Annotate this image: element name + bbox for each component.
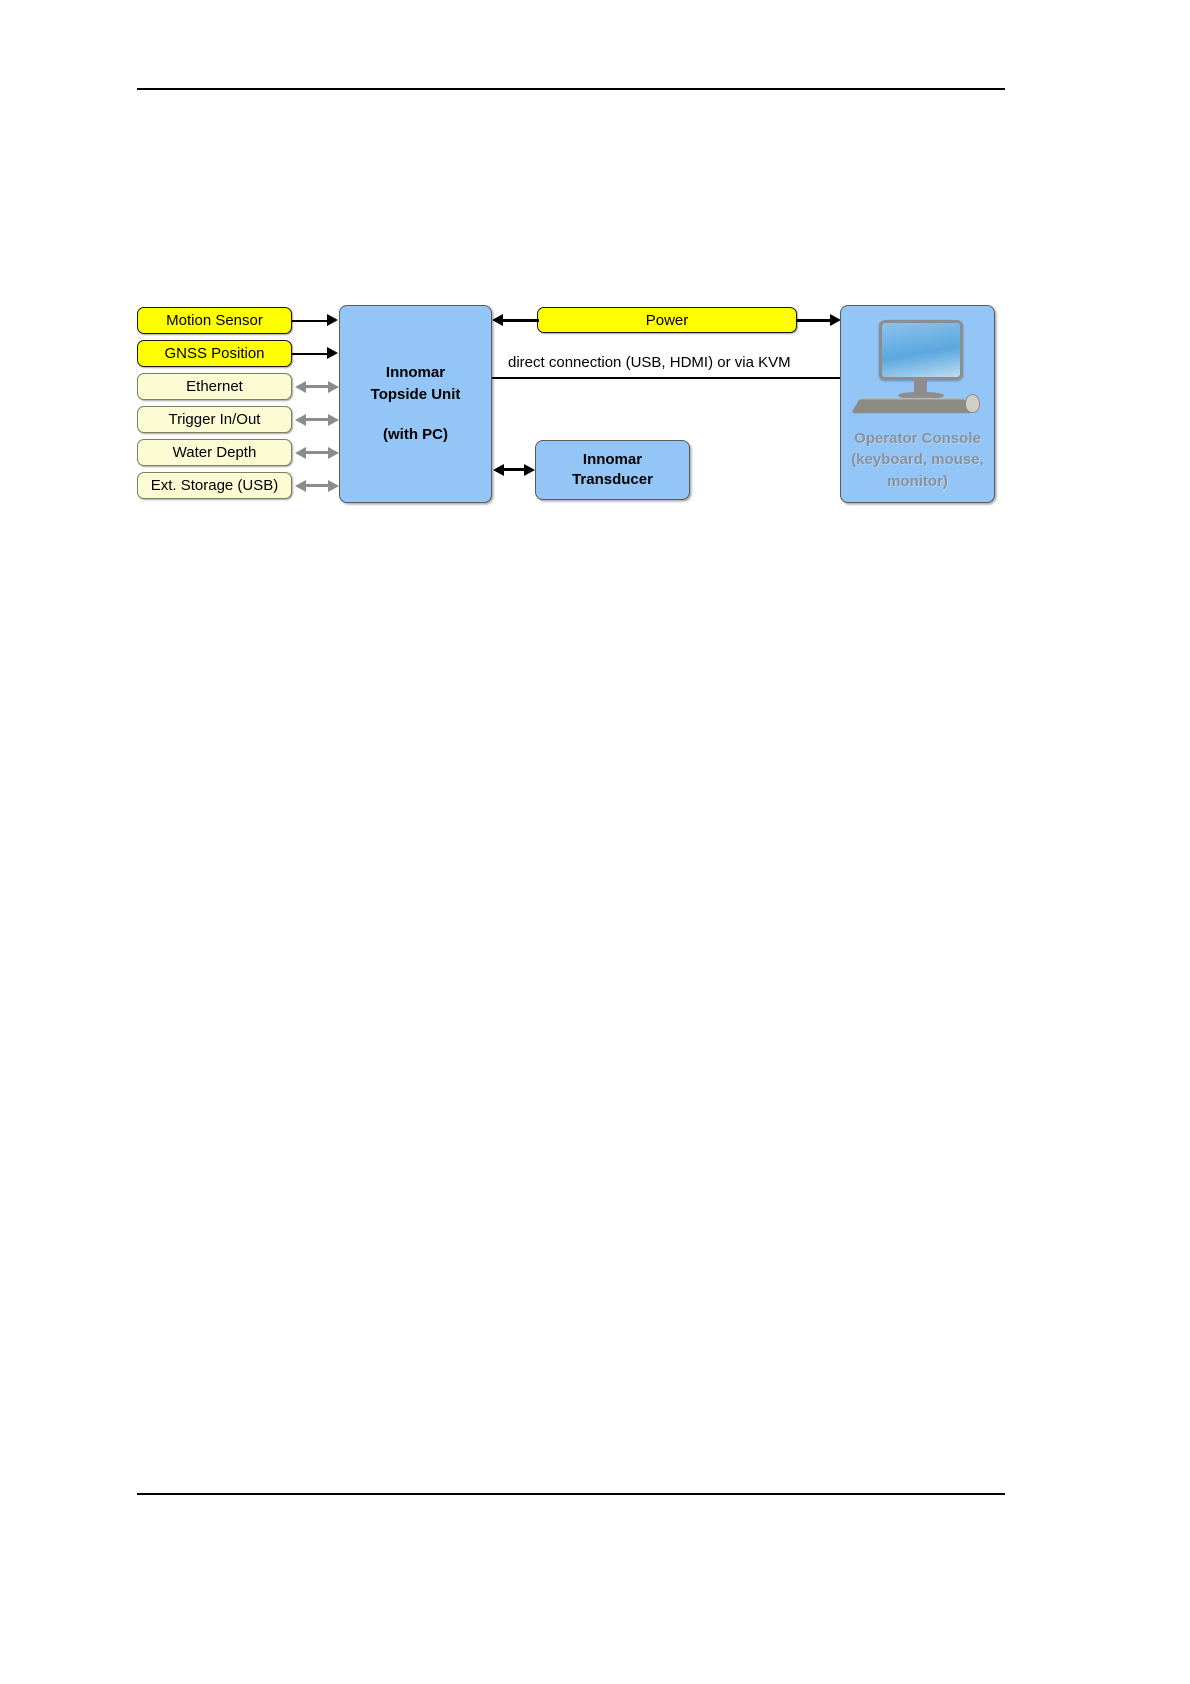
- connector-power-to-console: [796, 319, 834, 322]
- input-box-trigger-in-out[interactable]: Trigger In/Out: [137, 406, 292, 433]
- arrow-left-icon: [493, 463, 504, 476]
- arrow-right-icon: [327, 347, 338, 359]
- operator-console-line2: (keyboard, mouse,: [851, 451, 984, 469]
- input-label: Ext. Storage (USB): [150, 477, 279, 494]
- arrow-right-icon: [328, 380, 339, 393]
- footer-rule: [137, 1493, 1005, 1495]
- input-box-motion-sensor[interactable]: Motion Sensor: [137, 307, 292, 334]
- monitor-icon: [878, 320, 963, 380]
- connector-ext-storage: [305, 484, 329, 487]
- arrow-left-icon: [295, 446, 306, 459]
- node-power[interactable]: Power: [537, 307, 797, 333]
- node-operator-console[interactable]: Operator Console (keyboard, mouse, monit…: [840, 305, 995, 503]
- connector-topside-to-transducer: [503, 468, 529, 471]
- input-label: Ethernet: [186, 378, 243, 395]
- arrow-left-icon: [295, 413, 306, 426]
- arrow-right-icon: [328, 479, 339, 492]
- monitor-base-icon: [897, 392, 944, 399]
- connector-power-to-topside: [503, 319, 539, 322]
- header-rule: [137, 88, 1005, 90]
- arrow-right-icon: [830, 314, 841, 326]
- input-label: GNSS Position: [164, 345, 265, 362]
- connector-ethernet: [305, 385, 329, 388]
- arrow-right-icon: [328, 446, 339, 459]
- topside-unit-line2: Topside Unit: [370, 386, 461, 404]
- keyboard-icon: [850, 397, 973, 414]
- operator-console-line1: Operator Console: [854, 430, 981, 447]
- transducer-line2: Transducer: [572, 471, 653, 488]
- topside-unit-line1: Innomar: [385, 364, 446, 382]
- arrow-left-icon: [295, 380, 306, 393]
- input-box-ext-storage-usb[interactable]: Ext. Storage (USB): [137, 472, 292, 499]
- arrow-right-icon: [524, 463, 535, 476]
- arrow-right-icon: [328, 413, 339, 426]
- input-box-ethernet[interactable]: Ethernet: [137, 373, 292, 400]
- topside-unit-line3: (with PC): [383, 425, 448, 443]
- mouse-icon: [964, 394, 980, 413]
- arrow-left-icon: [492, 314, 503, 326]
- input-label: Trigger In/Out: [168, 411, 261, 428]
- connector-water-depth: [305, 451, 329, 454]
- monitor-stand-icon: [913, 380, 927, 394]
- connector-motion-sensor: [292, 319, 328, 322]
- input-label: Water Depth: [172, 444, 257, 461]
- transducer-line1: Innomar: [582, 450, 643, 468]
- arrow-left-icon: [295, 479, 306, 492]
- operator-console-artwork: [848, 316, 988, 428]
- node-innomar-transducer[interactable]: Innomar Transducer: [535, 440, 690, 500]
- operator-console-line3: monitor): [887, 472, 948, 490]
- input-box-gnss-position[interactable]: GNSS Position: [137, 340, 292, 367]
- system-connection-diagram: Motion Sensor GNSS Position Ethernet Tri…: [0, 0, 1190, 560]
- connector-trigger-in-out: [305, 418, 329, 421]
- node-innomar-topside-unit[interactable]: Innomar Topside Unit (with PC): [339, 305, 492, 503]
- connector-direct-connection: [492, 377, 841, 379]
- connector-gnss-position: [292, 352, 328, 355]
- power-label: Power: [645, 311, 689, 329]
- arrow-right-icon: [327, 314, 338, 326]
- input-label: Motion Sensor: [166, 312, 263, 329]
- connection-label: direct connection (USB, HDMI) or via KVM: [508, 354, 791, 371]
- input-box-water-depth[interactable]: Water Depth: [137, 439, 292, 466]
